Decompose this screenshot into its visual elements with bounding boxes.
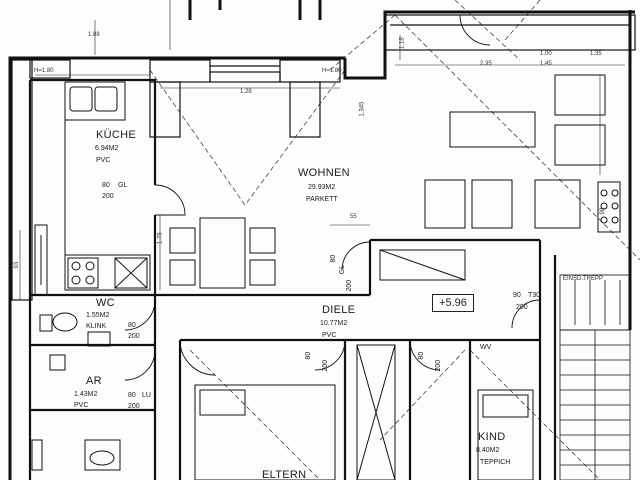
door-kueche-height: 200 bbox=[102, 193, 114, 200]
living-furniture bbox=[424, 74, 621, 233]
door-wc-height: 200 bbox=[128, 333, 140, 340]
door-wc-width: 80 bbox=[128, 322, 136, 329]
wc-fixtures bbox=[34, 224, 111, 347]
dining-table bbox=[169, 217, 276, 289]
label-wv: WV bbox=[480, 344, 492, 351]
dim-188: 1.88 bbox=[88, 32, 100, 38]
room-name-diele: DIELE bbox=[322, 304, 356, 316]
door-wohnen-width: 80 bbox=[330, 254, 338, 263]
room-name-eltern: ELTERN bbox=[262, 469, 307, 480]
door-diele-type: T30 bbox=[528, 292, 541, 299]
room-name-wc: WC bbox=[96, 297, 115, 309]
room-floor-ar: PVC bbox=[74, 402, 89, 409]
door-kueche-type: GL bbox=[118, 182, 128, 189]
dim-118: 1.18 bbox=[399, 37, 406, 49]
room-name-kueche: KÜCHE bbox=[96, 129, 137, 141]
door-ar-height: 200 bbox=[128, 403, 140, 410]
room-area-wohnen: 29.93M2 bbox=[308, 184, 336, 191]
room-name-ar: AR bbox=[86, 375, 102, 387]
door-diele-height: 200 bbox=[516, 304, 528, 311]
room-name-kind: KIND bbox=[478, 431, 506, 443]
room-area-kueche: 6.94M2 bbox=[95, 145, 119, 152]
door-eltern2-height: 200 bbox=[435, 359, 443, 372]
bath-fixtures bbox=[31, 354, 121, 471]
dim-135: 1.35 bbox=[590, 51, 602, 57]
dimension-lines bbox=[19, 0, 625, 300]
door-diele-width: 90 bbox=[513, 292, 521, 299]
dim-h180-left: H=1.80 bbox=[34, 68, 54, 74]
door-eltern2-width: 80 bbox=[418, 351, 426, 360]
dim-55: 55 bbox=[350, 214, 357, 220]
stairs bbox=[559, 274, 631, 480]
door-kueche-width: 80 bbox=[102, 182, 110, 189]
room-floor-diele: PVC bbox=[322, 332, 337, 339]
room-name-wohnen: WOHNEN bbox=[298, 167, 350, 179]
beds bbox=[194, 384, 534, 480]
room-area-ar: 1.43M2 bbox=[74, 391, 98, 398]
room-floor-wc: KLINK bbox=[86, 323, 107, 330]
dim-175: 1.75 bbox=[157, 232, 164, 244]
room-floor-wohnen: PARKETT bbox=[306, 196, 338, 203]
label-einsd-trepp: EINSD.TREPP bbox=[563, 276, 604, 282]
room-floor-kueche: PVC bbox=[96, 157, 111, 164]
kitchen-counters bbox=[64, 81, 151, 291]
dim-1345: 1.345 bbox=[359, 101, 366, 117]
door-ar-type: LU bbox=[142, 392, 151, 399]
door-wohnen-type: GL bbox=[339, 265, 346, 275]
room-area-wc: 1.55M2 bbox=[86, 312, 110, 319]
dim-h180-right: H=1.80 bbox=[322, 68, 342, 74]
door-ar-width: 80 bbox=[128, 392, 136, 399]
elevation-marker: +5.96 bbox=[432, 294, 474, 312]
interior-walls bbox=[28, 78, 557, 480]
dim-93: 93 bbox=[14, 261, 21, 269]
dim-235: 2.35 bbox=[480, 61, 492, 67]
room-floor-kind: TEPPICH bbox=[480, 459, 511, 466]
dim-100: 1.00 bbox=[540, 51, 552, 57]
room-area-kind: 8.40M2 bbox=[476, 447, 500, 454]
door-wohnen-height: 200 bbox=[346, 279, 354, 292]
dim-98: 98 bbox=[600, 207, 607, 215]
dim-145: 1.45 bbox=[540, 61, 552, 67]
door-eltern-height: 200 bbox=[322, 359, 330, 372]
door-eltern-width: 80 bbox=[305, 351, 313, 360]
dim-128: 1.28 bbox=[240, 89, 252, 95]
door-swings bbox=[124, 14, 541, 381]
room-area-diele: 10.77M2 bbox=[320, 320, 348, 327]
shaft bbox=[356, 249, 466, 480]
